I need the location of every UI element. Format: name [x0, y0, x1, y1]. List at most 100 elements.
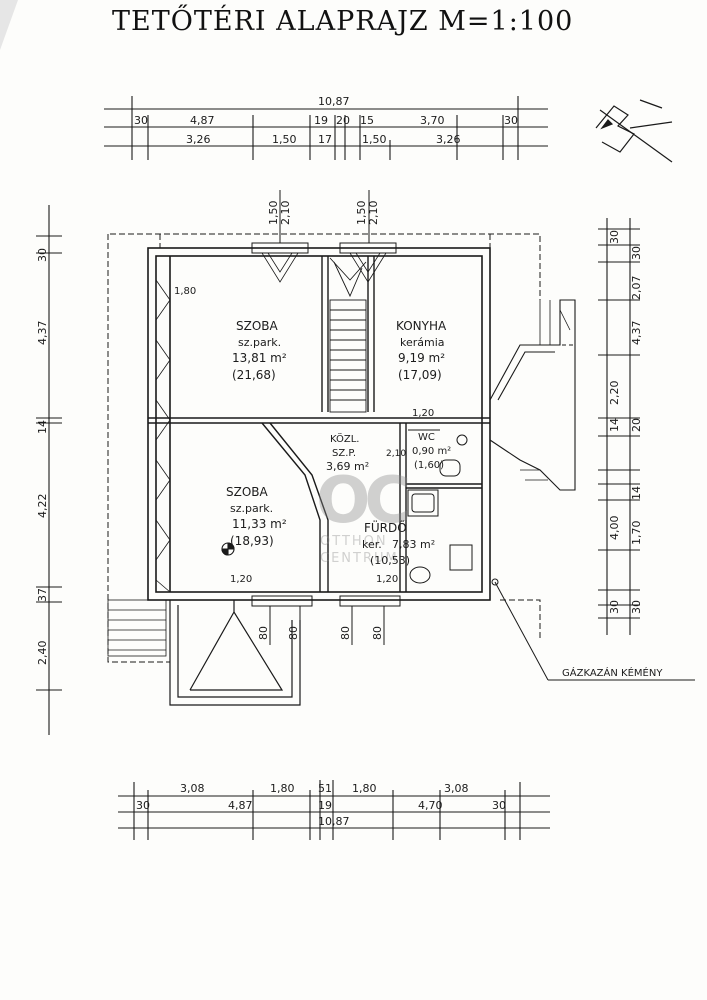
svg-text:11,33 m²: 11,33 m²: [232, 517, 287, 531]
dim-top-r2-3: 20: [336, 114, 350, 127]
watermark-line1: OTTHON: [320, 534, 388, 549]
dim-bottom-r1-2: 51: [318, 782, 332, 795]
opening-top-3: 2,10: [367, 201, 380, 226]
dim-right-4: 2,20: [608, 381, 621, 406]
svg-text:kerámia: kerámia: [400, 336, 445, 349]
dormer-bottom: [169, 600, 301, 706]
dim-top-r3-2: 17: [318, 133, 332, 146]
svg-text:WC: WC: [418, 432, 435, 443]
dim-bottom-r2-2: 19: [318, 799, 332, 812]
right-dimension-chain: [598, 218, 640, 635]
svg-text:KÖZL.: KÖZL.: [330, 432, 359, 445]
dim-right-10: 30: [608, 600, 621, 614]
dim-bottom-r1-4: 3,08: [444, 782, 469, 795]
dim-right-2: 2,07: [630, 276, 643, 301]
dim-bottom-r2-4: 30: [492, 799, 506, 812]
room-label-szoba-bottom: SZOBA sz.park. 11,33 m² (18,93): [226, 485, 287, 548]
dim-top-r3-3: 1,50: [362, 133, 387, 146]
drawing-title: TETŐTÉRI ALAPRAJZ M=1:100: [112, 6, 574, 37]
watermark-line2: CENTRUM: [320, 551, 399, 566]
exterior-walls: [147, 247, 491, 601]
room-label-wc: WC 0,90 m² (1,60): [412, 432, 451, 471]
svg-text:ker.: ker.: [362, 538, 382, 551]
dim-top-r3-4: 3,26: [436, 133, 461, 146]
scan-corner-fold: [0, 0, 18, 50]
svg-text:13,81 m²: 13,81 m²: [232, 351, 287, 365]
opening-bottom-0: 80: [257, 626, 270, 640]
svg-text:(10,53): (10,53): [370, 554, 410, 567]
chimney-callout-label: GÁZKAZÁN KÉMÉNY: [562, 666, 663, 679]
room-label-konyha: KONYHA kerámia 9,19 m² (17,09): [396, 319, 447, 382]
small-label-2: 1,20: [376, 574, 398, 585]
dim-top-r3-1: 1,50: [272, 133, 297, 146]
svg-text:SZOBA: SZOBA: [236, 319, 279, 333]
room-label-szoba-top: SZOBA sz.park. 13,81 m² (21,68): [232, 319, 287, 382]
dim-left-4: 37: [36, 588, 49, 602]
svg-text:SZOBA: SZOBA: [226, 485, 269, 499]
section-mark-symbol: [595, 99, 673, 163]
dim-right-5: 14: [608, 418, 621, 432]
dim-right-6: 20: [630, 418, 643, 432]
dim-bottom-r1-3: 1,80: [352, 782, 377, 795]
dim-bottom-r2-3: 4,70: [418, 799, 443, 812]
svg-text:SZ.P.: SZ.P.: [332, 448, 356, 459]
svg-text:(1,60): (1,60): [414, 460, 444, 471]
dim-top-total: 10,87: [318, 95, 350, 108]
staircase: [329, 257, 367, 413]
watermark-logo: OC OTTHON CENTRUM: [316, 464, 413, 566]
dim-bottom-total: 10,87: [318, 815, 350, 828]
dim-top-r2-0: 30: [134, 114, 148, 127]
room-label-furdo: FÜRDŐ ker. 7,83 m² (10,53): [362, 519, 435, 567]
dim-top-r2-1: 4,87: [190, 114, 215, 127]
svg-text:(21,68): (21,68): [232, 368, 276, 382]
dim-top-r3-0: 3,26: [186, 133, 211, 146]
svg-text:0,90 m²: 0,90 m²: [412, 446, 451, 457]
dim-right-11: 30: [630, 600, 643, 614]
svg-text:(17,09): (17,09): [398, 368, 442, 382]
chimney-callout-leader: [491, 578, 695, 681]
dim-left-1: 4,37: [36, 321, 49, 346]
dormer-right: [489, 299, 576, 491]
bottom-dimension-chain: [118, 780, 550, 840]
dim-right-0: 30: [608, 230, 621, 244]
opening-bottom-1: 80: [287, 626, 300, 640]
svg-text:sz.park.: sz.park.: [230, 502, 273, 515]
svg-text:(18,93): (18,93): [230, 534, 274, 548]
top-windows: [251, 190, 397, 283]
dim-bottom-r2-0: 30: [136, 799, 150, 812]
svg-text:KONYHA: KONYHA: [396, 319, 447, 333]
top-dimension-chain: [104, 96, 548, 160]
small-label-1: 1,20: [230, 574, 252, 585]
small-label-0: 1,80: [174, 286, 196, 297]
dim-top-r2-6: 30: [504, 114, 518, 127]
dim-right-3: 4,37: [630, 321, 643, 346]
roof-outline: [107, 233, 541, 663]
dim-right-9: 1,70: [630, 521, 643, 546]
small-label-4: 2,10: [386, 449, 406, 459]
watermark-logo-text: OC: [316, 464, 407, 538]
exterior-hatch: [107, 599, 167, 657]
room-label-kozl: KÖZL. SZ.P. 3,69 m²: [326, 432, 369, 473]
svg-text:7,83 m²: 7,83 m²: [392, 538, 435, 551]
svg-text:9,19 m²: 9,19 m²: [398, 351, 445, 365]
dim-left-0: 30: [36, 248, 49, 262]
bathroom-fixtures: [407, 429, 473, 584]
svg-text:sz.park.: sz.park.: [238, 336, 281, 349]
dim-bottom-r2-1: 4,87: [228, 799, 253, 812]
dim-top-r2-2: 19: [314, 114, 328, 127]
level-mark: [221, 542, 235, 556]
dim-left-5: 2,40: [36, 641, 49, 666]
dim-right-8: 4,00: [608, 516, 621, 541]
opening-bottom-3: 80: [371, 626, 384, 640]
dim-bottom-r1-0: 3,08: [180, 782, 205, 795]
small-label-3: 1,20: [412, 408, 434, 419]
interior-walls: [261, 256, 482, 592]
dim-right-7: 14: [630, 486, 643, 500]
dim-left-3: 4,22: [36, 494, 49, 519]
dim-top-r2-5: 3,70: [420, 114, 445, 127]
svg-text:FÜRDŐ: FÜRDŐ: [364, 519, 407, 535]
left-dimension-chain: [36, 205, 62, 735]
dim-right-1: 30: [630, 246, 643, 260]
dim-left-2: 14: [36, 420, 49, 434]
